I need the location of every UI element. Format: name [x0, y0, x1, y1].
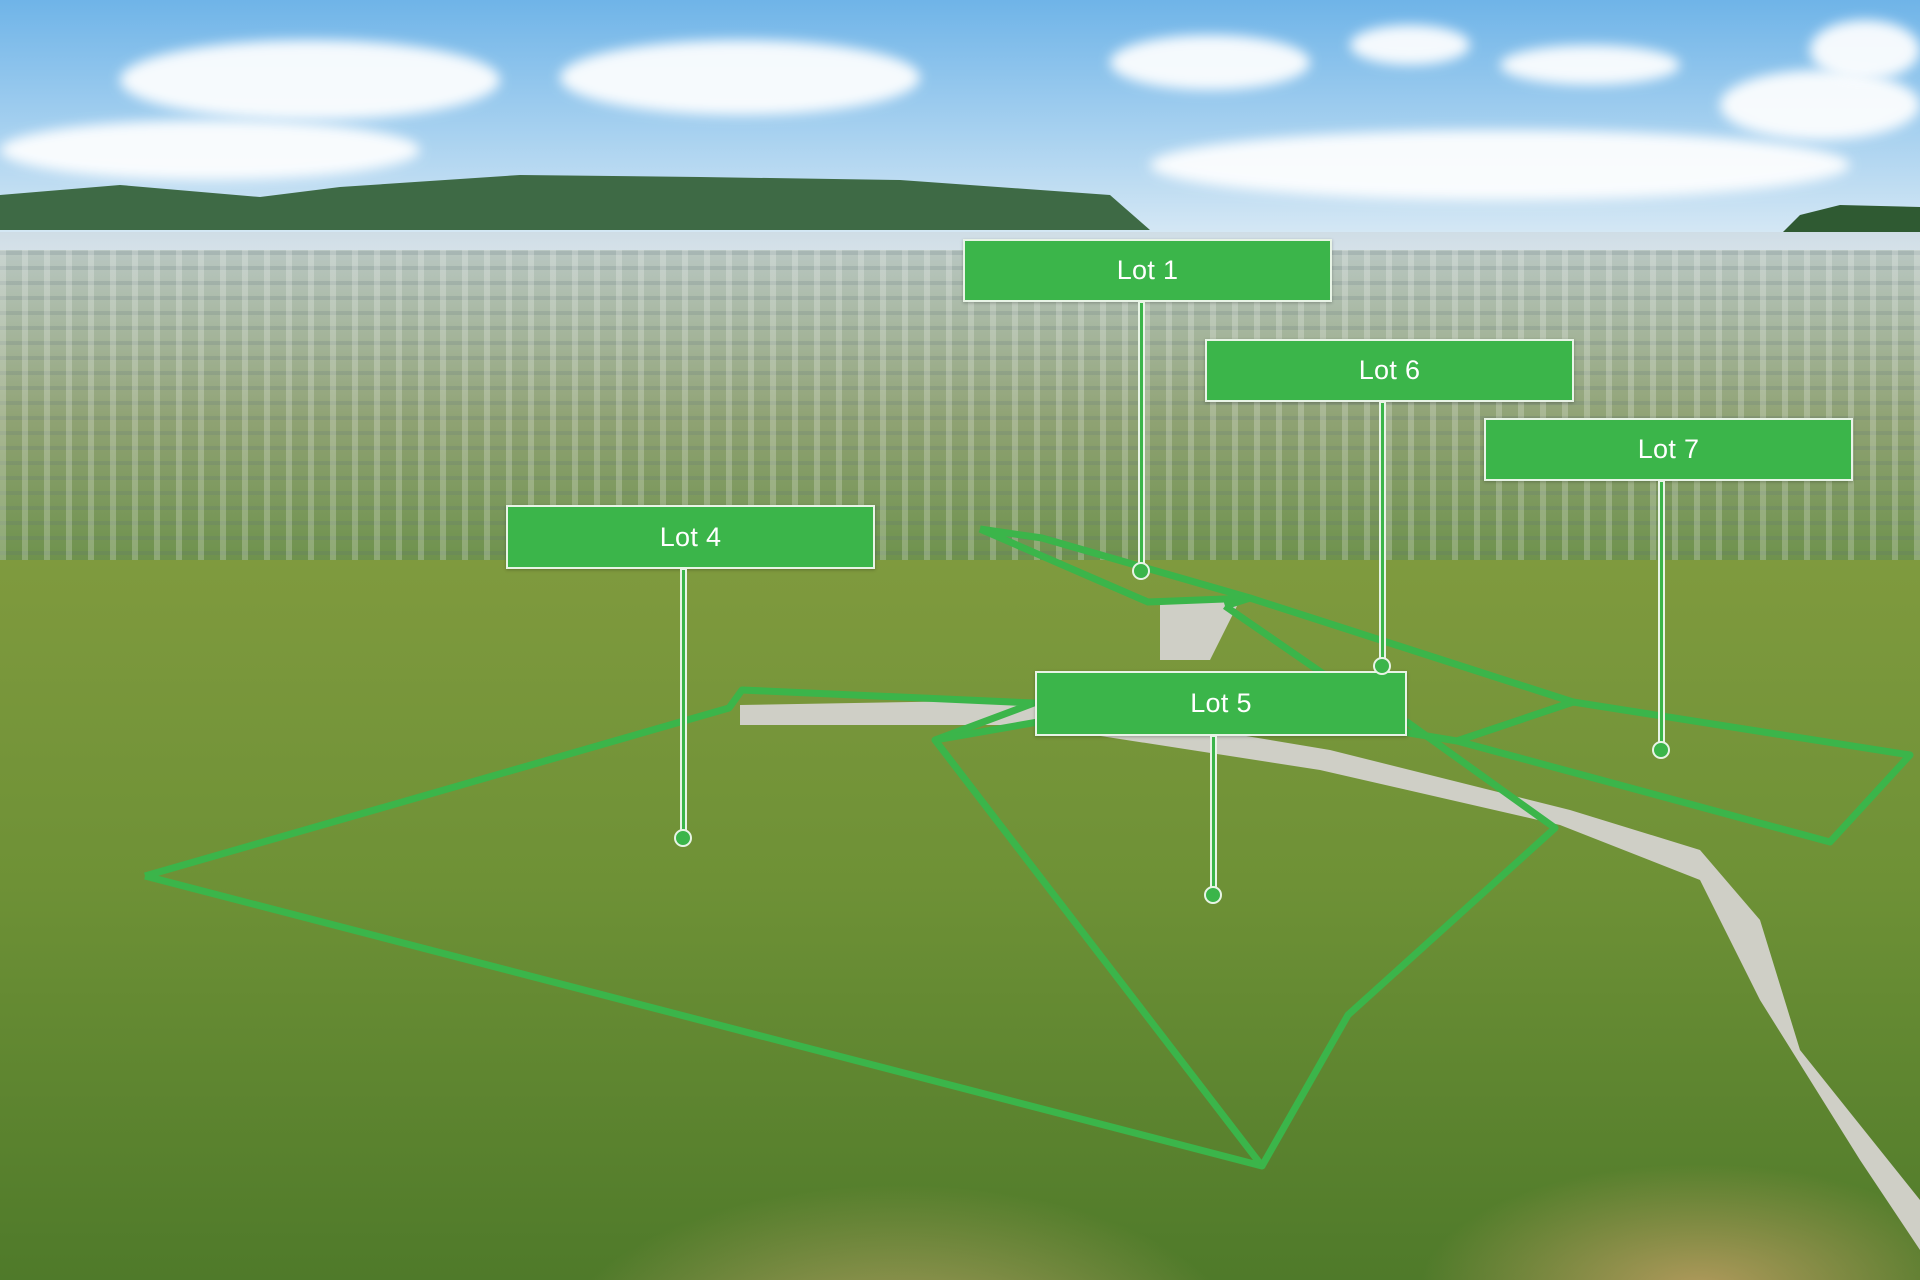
lot-5-pin-icon	[1204, 886, 1222, 904]
lot-7-text: Lot 7	[1637, 434, 1700, 464]
lot-7-label[interactable]: Lot 7	[1484, 418, 1853, 481]
lot-4-text: Lot 4	[659, 521, 722, 552]
lot-1-text: Lot 1	[1116, 255, 1179, 285]
lot-1-pin-icon	[1132, 562, 1150, 580]
lot-5-label[interactable]: Lot 5	[1035, 671, 1407, 736]
lot-6-pin-icon	[1373, 657, 1391, 675]
lot-4-pin-icon	[674, 829, 692, 847]
lot-7-pin-icon	[1652, 741, 1670, 759]
lot-7-pin-line	[1658, 480, 1665, 744]
lot-5-boundary	[934, 718, 1559, 1168]
lot-1-pin-line	[1138, 301, 1145, 565]
lot-6-text: Lot 6	[1358, 355, 1421, 385]
lot-5-pin-line	[1210, 735, 1217, 889]
lot-4-pin-line	[680, 568, 687, 832]
lot-1-label[interactable]: Lot 1	[963, 239, 1332, 302]
lot-6-label[interactable]: Lot 6	[1205, 339, 1574, 402]
lot-4-label[interactable]: Lot 4	[506, 505, 875, 569]
lot-7-boundary	[1455, 698, 1914, 846]
lot-5-text: Lot 5	[1190, 688, 1252, 718]
lot-6-pin-line	[1379, 401, 1386, 661]
